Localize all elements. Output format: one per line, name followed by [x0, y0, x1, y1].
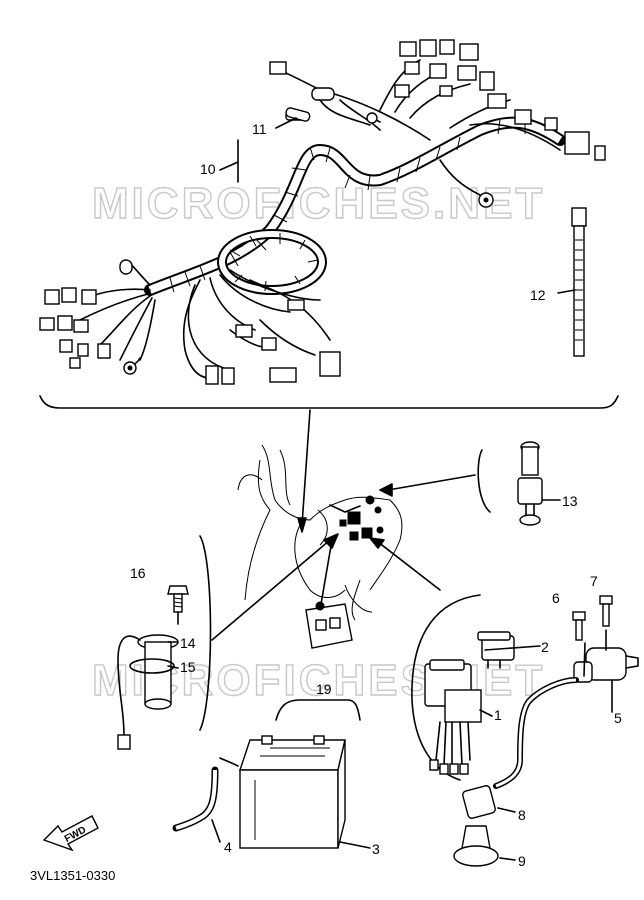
label-part-16: 16 [130, 565, 146, 581]
frame-sketch [237, 444, 403, 621]
part3-battery [219, 735, 346, 849]
fwd-label: FWD [63, 825, 88, 845]
upper-group-bracket [39, 395, 619, 409]
part15-o-ring [129, 658, 175, 674]
label-part-15: 15 [180, 659, 196, 675]
part8-plug-cap [462, 785, 496, 819]
label-part-19: 19 [316, 681, 332, 697]
fwd-arrow-icon: FWD [42, 815, 99, 852]
diagram-code: 3VL1351-0330 [30, 868, 115, 883]
label-part-14: 14 [180, 635, 196, 651]
label-part-9: 9 [518, 853, 526, 869]
leader-lines [211, 409, 476, 641]
part6-screw [572, 611, 586, 641]
part19-group-bracket [275, 699, 361, 721]
label-part-5: 5 [614, 710, 622, 726]
part16-14-15-bracket [199, 535, 212, 731]
label-part-3: 3 [372, 841, 380, 857]
label-part-1: 1 [494, 707, 502, 723]
part4-vent-hose [172, 766, 219, 832]
part7-screw [599, 595, 613, 627]
part5-ignition-coil [493, 647, 639, 789]
label-part-8: 8 [518, 807, 526, 823]
label-part-10: 10 [200, 161, 216, 177]
part19-bracket [305, 601, 353, 649]
part13-switch [517, 441, 543, 526]
part9-cap-cover [453, 825, 499, 867]
cable-tie [571, 207, 587, 357]
label-part-13: 13 [562, 493, 578, 509]
watermark-top: MICROFICHES.NET [92, 179, 545, 228]
label-part-2: 2 [541, 639, 549, 655]
part16-bolt [167, 585, 189, 613]
label-part-6: 6 [552, 590, 560, 606]
label-leaders [167, 117, 613, 861]
label-part-7: 7 [590, 573, 598, 589]
fuse [285, 107, 311, 122]
frame-mounted-parts [339, 495, 384, 541]
part-labels: 11 10 12 13 16 14 15 19 2 1 6 7 5 8 9 3 … [130, 121, 622, 869]
part1-unit [424, 659, 482, 775]
label-part-12: 12 [530, 287, 546, 303]
part13-bracket [477, 449, 491, 513]
wire-harness [39, 39, 606, 385]
label-part-4: 4 [224, 839, 232, 855]
label-part-11: 11 [252, 121, 267, 137]
